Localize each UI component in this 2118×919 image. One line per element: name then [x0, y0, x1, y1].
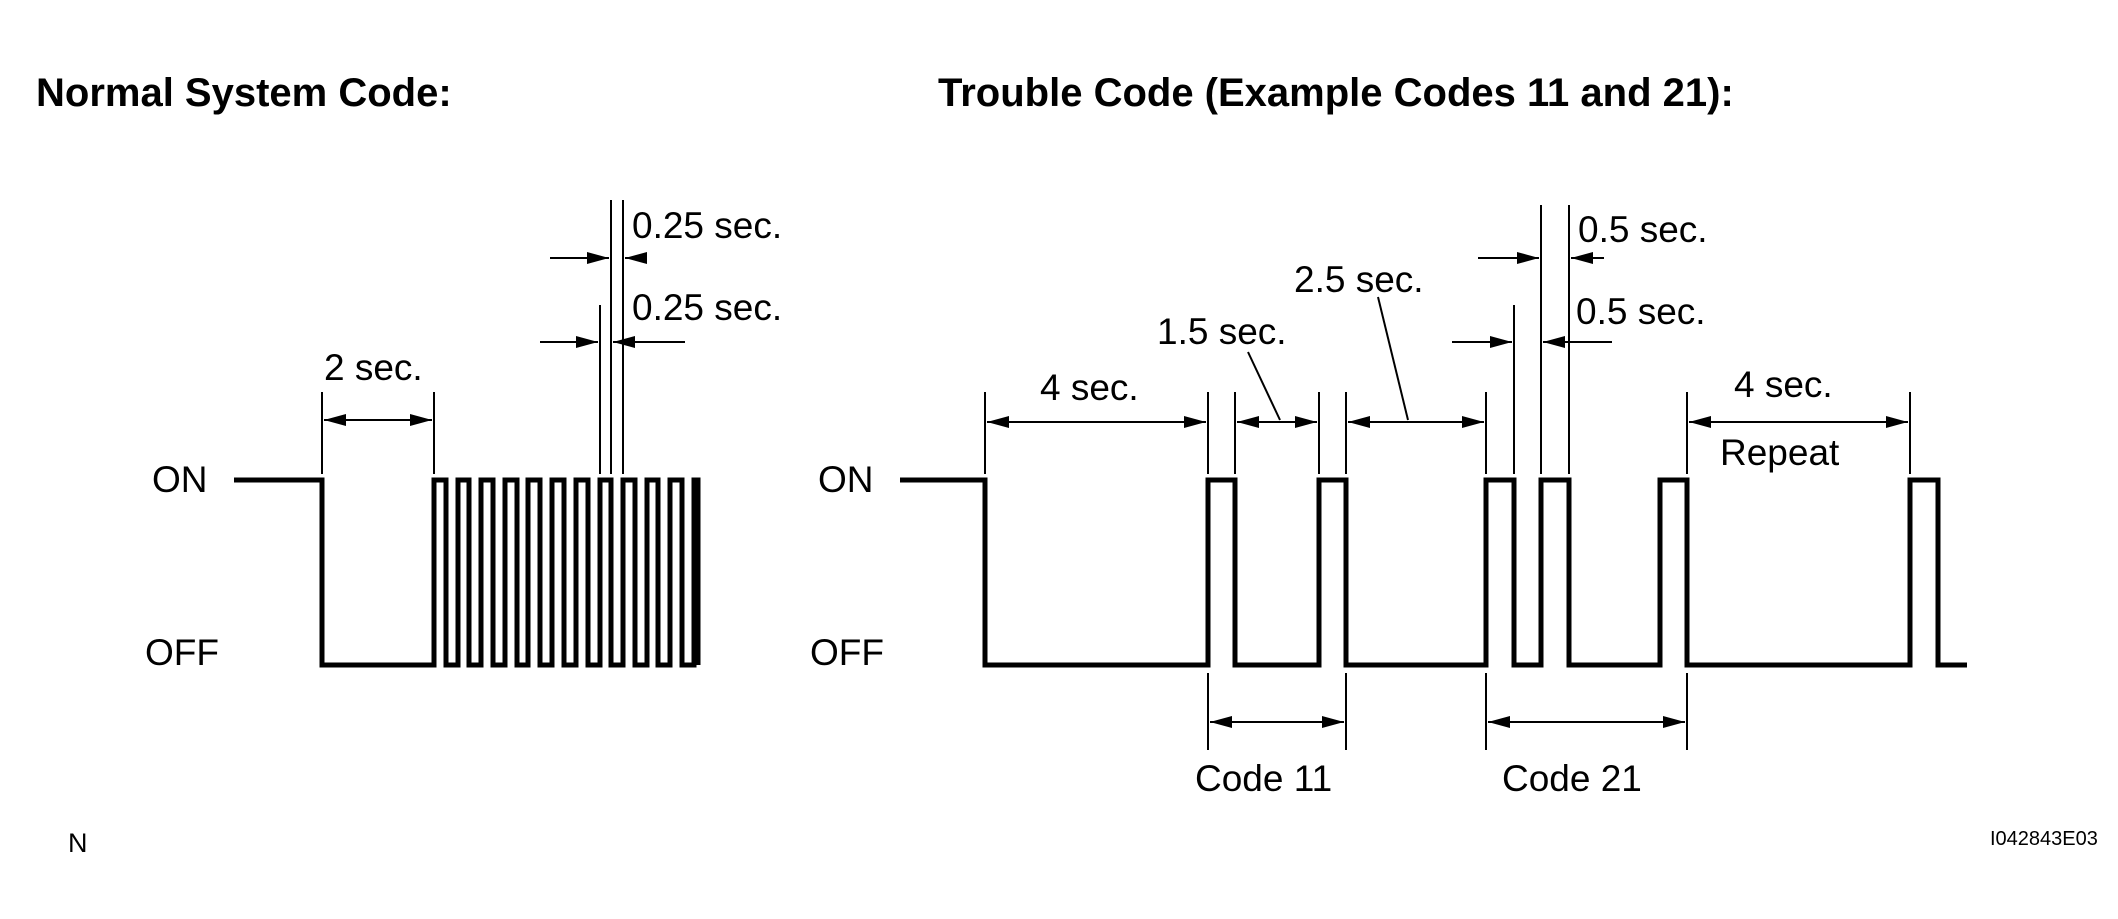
code-11-dimension: Code 11	[1195, 673, 1347, 799]
trouble-05sec-dimensions: 0.5 sec. 0.5 sec.	[1452, 205, 1708, 474]
figure-id: I042843E03	[1990, 828, 2098, 850]
trouble-25sec-label: 2.5 sec.	[1294, 259, 1424, 300]
trouble-repeat-4sec-label: 4 sec.	[1734, 364, 1833, 405]
trouble-code-heading: Trouble Code (Example Codes 11 and 21):	[938, 71, 1734, 115]
normal-system-code-panel: ON OFF 2 sec. 0.25 sec. 0.25 se	[145, 200, 782, 673]
trouble-15sec-dimension: 1.5 sec.	[1157, 311, 1320, 474]
footer-left-mark: N	[68, 828, 88, 858]
code-21-label: Code 21	[1502, 758, 1642, 799]
normal-off-label: OFF	[145, 632, 219, 673]
normal-2sec-label: 2 sec.	[324, 347, 423, 388]
trouble-25sec-dimension: 2.5 sec.	[1294, 259, 1487, 474]
code-11-label: Code 11	[1195, 758, 1332, 799]
normal-code-waveform	[234, 477, 701, 668]
trouble-15sec-label: 1.5 sec.	[1157, 311, 1287, 352]
normal-system-code-heading: Normal System Code:	[36, 71, 452, 115]
trouble-05sec-on-label: 0.5 sec.	[1576, 291, 1706, 332]
trouble-4sec-dimension: 4 sec.	[984, 367, 1209, 474]
trouble-4sec-label: 4 sec.	[1040, 367, 1139, 408]
normal-2sec-dimension: 2 sec.	[321, 347, 435, 474]
normal-on-label: ON	[152, 459, 208, 500]
normal-025sec-dimensions: 0.25 sec. 0.25 sec.	[540, 200, 782, 474]
trouble-off-label: OFF	[810, 632, 884, 673]
code-21-dimension: Code 21	[1485, 673, 1688, 799]
normal-025sec-off-label: 0.25 sec.	[632, 205, 782, 246]
trouble-repeat-dimension: 4 sec. Repeat	[1686, 364, 1911, 474]
trouble-code-waveform	[900, 477, 1967, 668]
trouble-code-panel: ON OFF 4 sec. 1.5 sec.	[810, 205, 1967, 799]
trouble-on-label: ON	[818, 459, 874, 500]
trouble-05sec-off-label: 0.5 sec.	[1578, 209, 1708, 250]
normal-025sec-on-label: 0.25 sec.	[632, 287, 782, 328]
trouble-repeat-label: Repeat	[1720, 432, 1840, 473]
